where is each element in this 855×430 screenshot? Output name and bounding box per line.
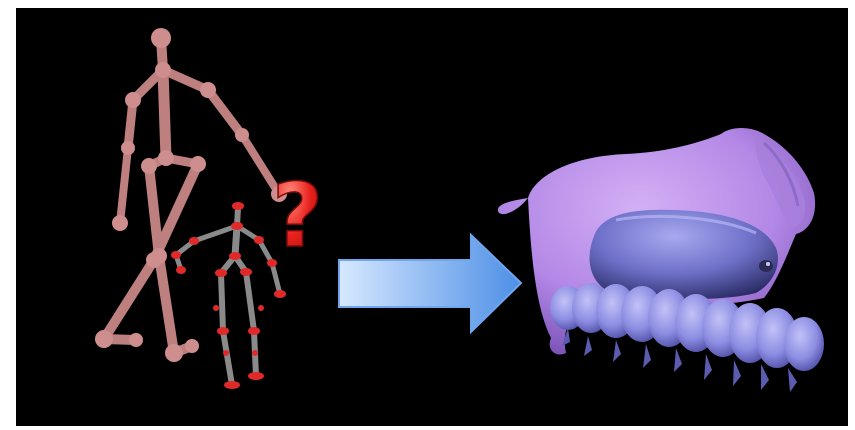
creature-centipede [550, 283, 824, 392]
target-skeleton [176, 208, 280, 385]
question-mark-icon: ? [272, 164, 323, 267]
figure-scene: ? [16, 8, 848, 426]
arrow-right-icon [339, 235, 521, 332]
figure-illustration: ? [16, 8, 848, 426]
